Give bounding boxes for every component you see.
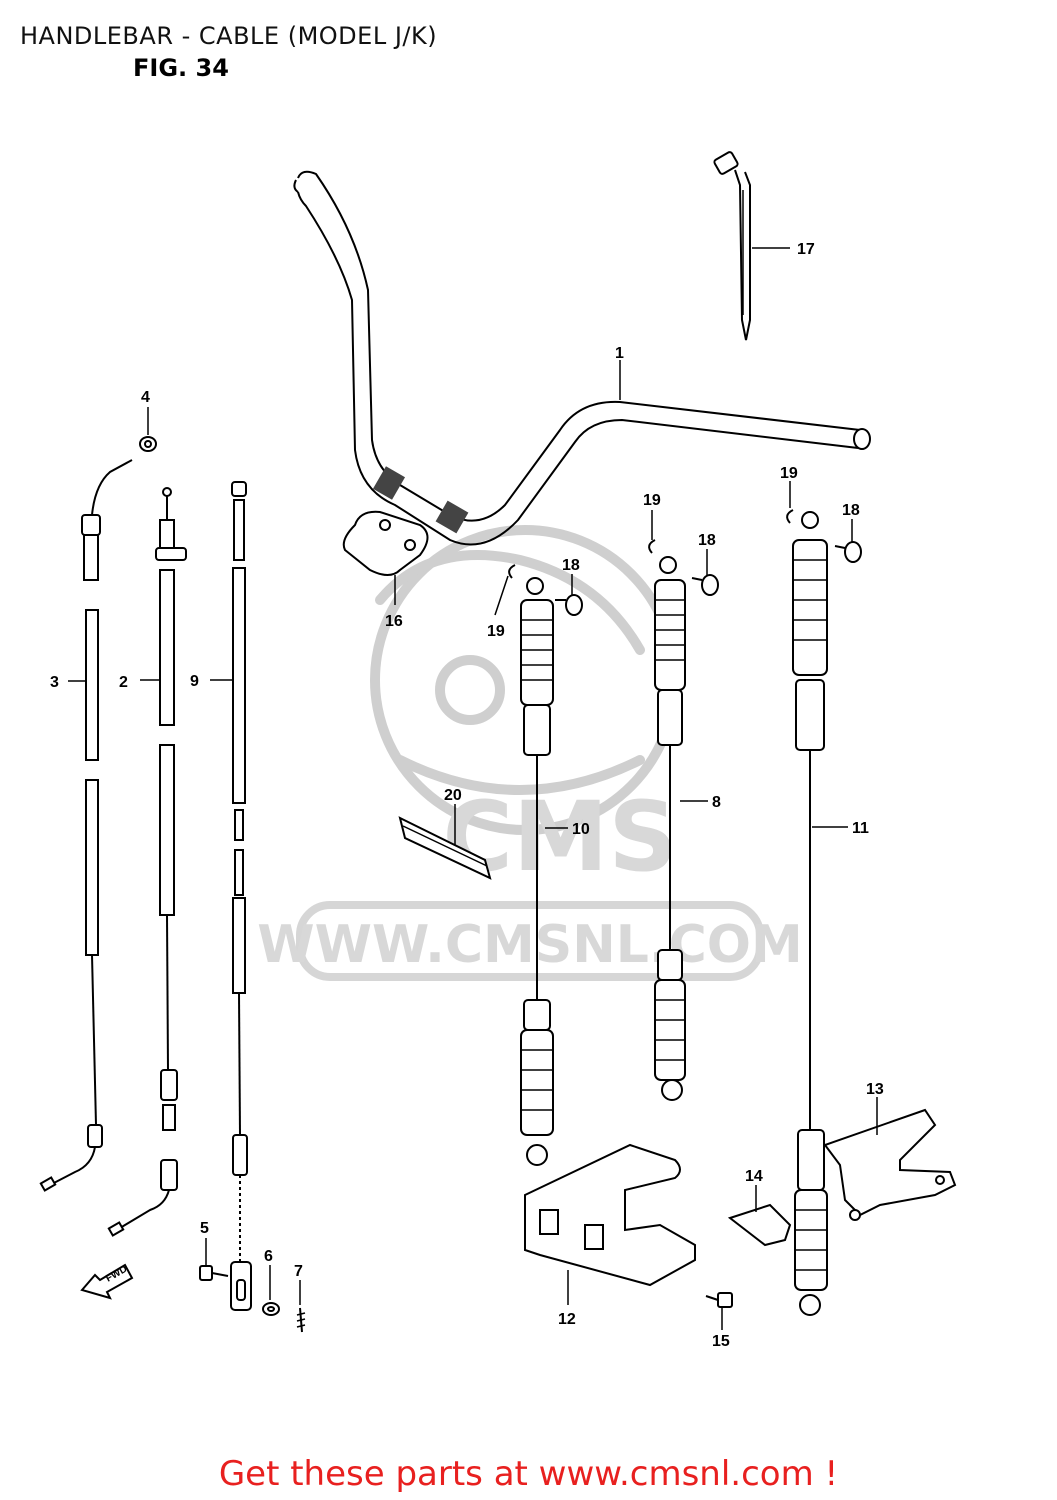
callout-8: 8 [712,794,721,811]
parts-diagram: CMS WWW.CMSNL.COM [39,151,957,1350]
watermark-url: WWW.CMSNL.COM [257,915,802,975]
holder-plate-part [342,510,429,576]
throttle-cable-part [39,459,133,1192]
pin-18c-part [834,541,862,563]
fwd-arrow: FWD [80,1263,134,1300]
cable-2-part [107,487,187,1237]
bolt-5-part [199,1265,229,1281]
cushion-20-part [398,816,492,880]
callout-13: 13 [866,1081,884,1098]
callout-19b: 19 [643,492,661,509]
bracket-13-part [823,1108,957,1221]
callout-11: 11 [852,820,869,837]
screw-15-part [705,1292,733,1308]
cable-11-part [792,511,828,1316]
cable-9-part [230,481,252,1311]
callout-20: 20 [444,787,462,804]
leader-lines [68,247,878,1330]
callout-7: 7 [294,1263,303,1280]
nut-4-part [139,436,157,452]
callout-19a: 19 [487,623,505,640]
figure-label: FIG. 34 [133,54,229,82]
washer-6-part [262,1302,280,1316]
callout-17: 17 [797,241,815,258]
callout-5: 5 [200,1220,209,1237]
cable-10-part [520,577,554,1166]
clip-19a-part [508,564,516,579]
cable-tie-part [713,151,751,341]
callout-18c: 18 [842,502,860,519]
callout-9: 9 [190,673,199,690]
callout-18a: 18 [562,557,580,574]
pin-18a-part [555,594,583,616]
callout-14: 14 [745,1168,763,1185]
parts-link[interactable]: Get these parts at www.cmsnl.com ! [218,1454,839,1494]
bracket-12-part [524,1143,696,1287]
callout-16: 16 [385,613,403,630]
callout-4: 4 [141,389,150,406]
callout-2: 2 [119,674,128,691]
callout-6: 6 [264,1248,273,1265]
callout-18b: 18 [698,532,716,549]
callout-19c: 19 [780,465,798,482]
page-title: HANDLEBAR - CABLE (MODEL J/K) [20,22,438,50]
callout-3: 3 [50,674,59,691]
callout-15: 15 [712,1333,730,1350]
pin-7-part [296,1307,306,1333]
watermark-logo-text: CMS [442,781,677,893]
clip-19b-part [648,539,656,554]
handlebar-part [293,170,871,546]
callout-12: 12 [558,1311,576,1328]
callout-10: 10 [572,821,590,838]
pin-18b-part [691,574,719,596]
callout-1: 1 [615,345,624,362]
cable-8-part [654,556,686,1101]
clamp-14-part [727,1203,792,1247]
callout-labels: 1 2 3 4 5 6 7 8 9 10 11 12 13 14 15 16 1… [50,241,884,1350]
clip-19c-part [786,509,794,524]
